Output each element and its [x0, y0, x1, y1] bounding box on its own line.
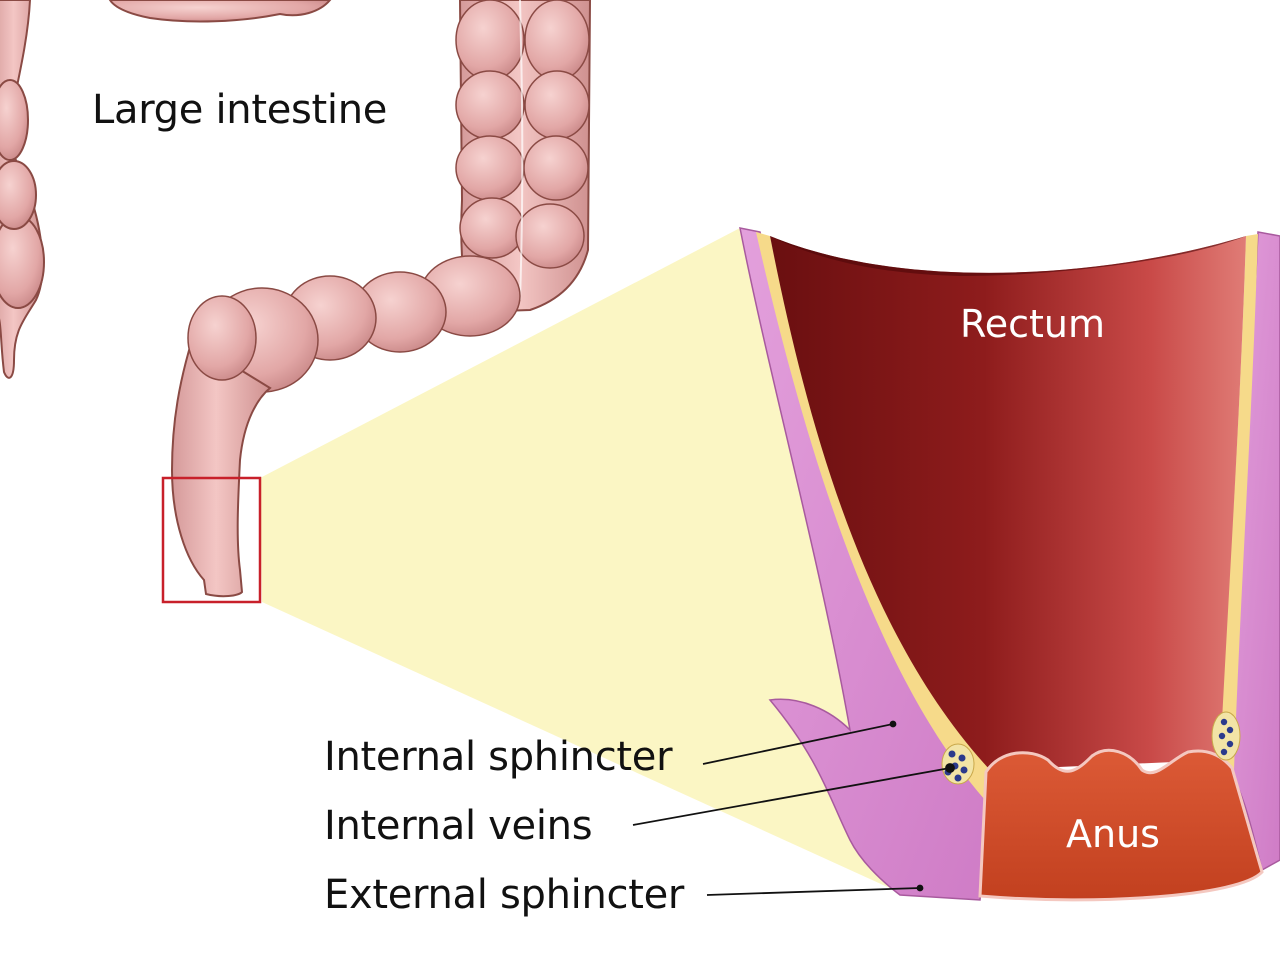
- label-internal-veins: Internal veins: [324, 803, 593, 849]
- rectum-cross-section: [739, 227, 1280, 902]
- label-rectum: Rectum: [960, 302, 1105, 346]
- large-intestine-illustration: [0, 0, 592, 598]
- label-large-intestine: Large intestine: [92, 87, 388, 133]
- vein-cluster-left: [941, 743, 975, 785]
- label-anus: Anus: [1066, 812, 1160, 856]
- leader-internal-sphincter: [702, 723, 894, 765]
- leader-internal-veins: [632, 767, 951, 826]
- leader-lines: [632, 720, 955, 896]
- zoom-projection: [260, 228, 905, 895]
- highlight-box: [161, 476, 262, 604]
- leader-external-sphincter: [706, 887, 921, 896]
- vein-cluster-right: [1211, 711, 1241, 761]
- label-internal-sphincter: Internal sphincter: [324, 734, 673, 780]
- label-external-sphincter: External sphincter: [324, 872, 685, 918]
